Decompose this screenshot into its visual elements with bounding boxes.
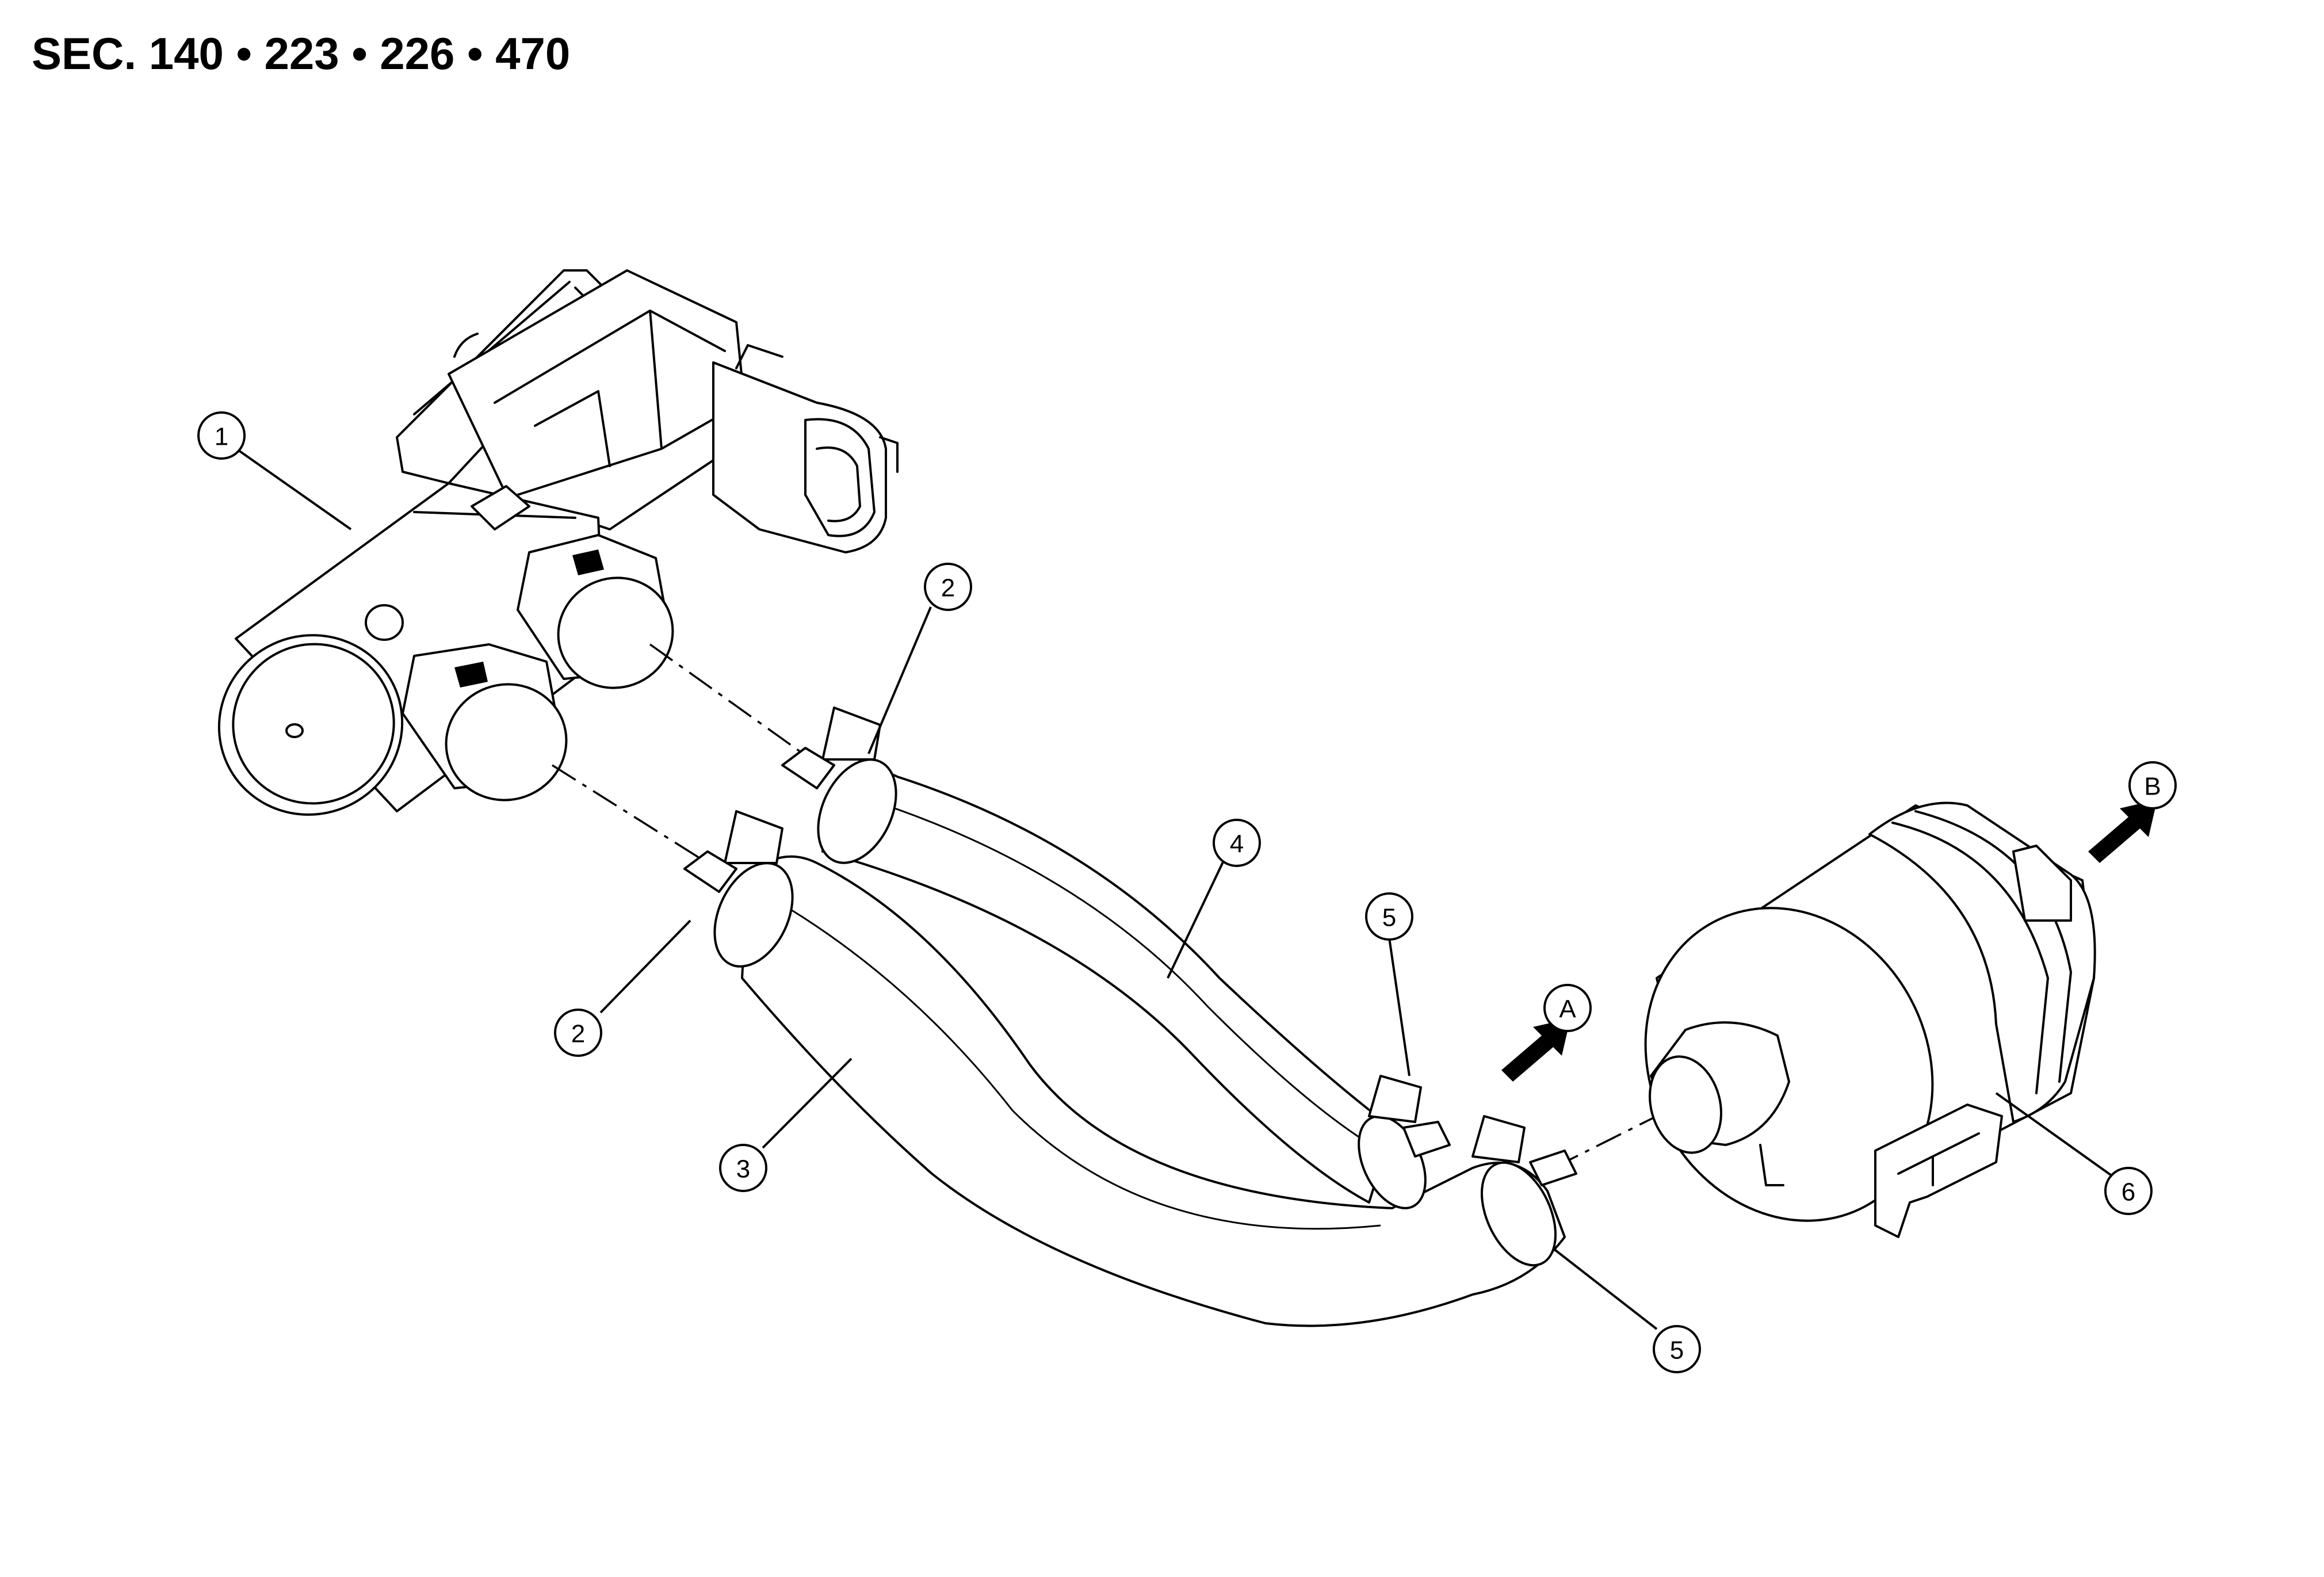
alignment-line-upper — [649, 643, 812, 761]
leader-1 — [238, 449, 352, 530]
callout-3: 3 — [719, 1144, 767, 1192]
hose-part-4 — [821, 770, 1393, 1204]
svg-text:6: 6 — [2122, 1178, 2135, 1206]
svg-text:3: 3 — [736, 1155, 750, 1183]
arrow-a-icon — [1501, 1018, 1570, 1082]
clamp-upper-part-2 — [781, 707, 897, 864]
leader-3 — [762, 1057, 853, 1149]
section-heading: SEC. 140 • 223 • 226 • 470 — [32, 28, 571, 79]
leader-5-upper — [1388, 937, 1411, 1076]
callout-a: A — [1543, 984, 1592, 1032]
alignment-line-lower — [552, 764, 708, 864]
leader-5-lower — [1552, 1247, 1658, 1330]
leader-4 — [1167, 857, 1226, 979]
svg-text:B: B — [2144, 773, 2161, 801]
clamp-lower-part-5 — [1471, 1115, 1577, 1267]
clamp-upper-part-5 — [1358, 1075, 1451, 1209]
filter-canister-part-6 — [1644, 801, 2096, 1238]
svg-text:5: 5 — [1670, 1337, 1684, 1365]
callout-5-upper: 5 — [1365, 892, 1413, 941]
leader-2-lower — [599, 919, 691, 1014]
svg-text:1: 1 — [215, 423, 228, 451]
callout-2-lower: 2 — [554, 1009, 602, 1057]
leader-2-upper — [867, 606, 932, 754]
arrow-b-icon — [2088, 800, 2157, 863]
clamp-lower-part-2 — [683, 810, 794, 968]
callout-6: 6 — [2104, 1167, 2153, 1215]
svg-text:4: 4 — [1230, 830, 1244, 858]
callout-b: B — [2128, 761, 2177, 809]
callout-5-lower: 5 — [1653, 1325, 1701, 1373]
solenoid-valve-part-1 — [217, 269, 899, 816]
callout-1: 1 — [197, 411, 246, 460]
svg-text:A: A — [1559, 995, 1576, 1024]
svg-text:2: 2 — [571, 1020, 585, 1048]
svg-text:5: 5 — [1382, 904, 1396, 932]
svg-text:2: 2 — [941, 574, 955, 602]
leader-6 — [1995, 1092, 2116, 1179]
callout-2-upper: 2 — [924, 563, 972, 611]
callout-4: 4 — [1213, 819, 1261, 867]
